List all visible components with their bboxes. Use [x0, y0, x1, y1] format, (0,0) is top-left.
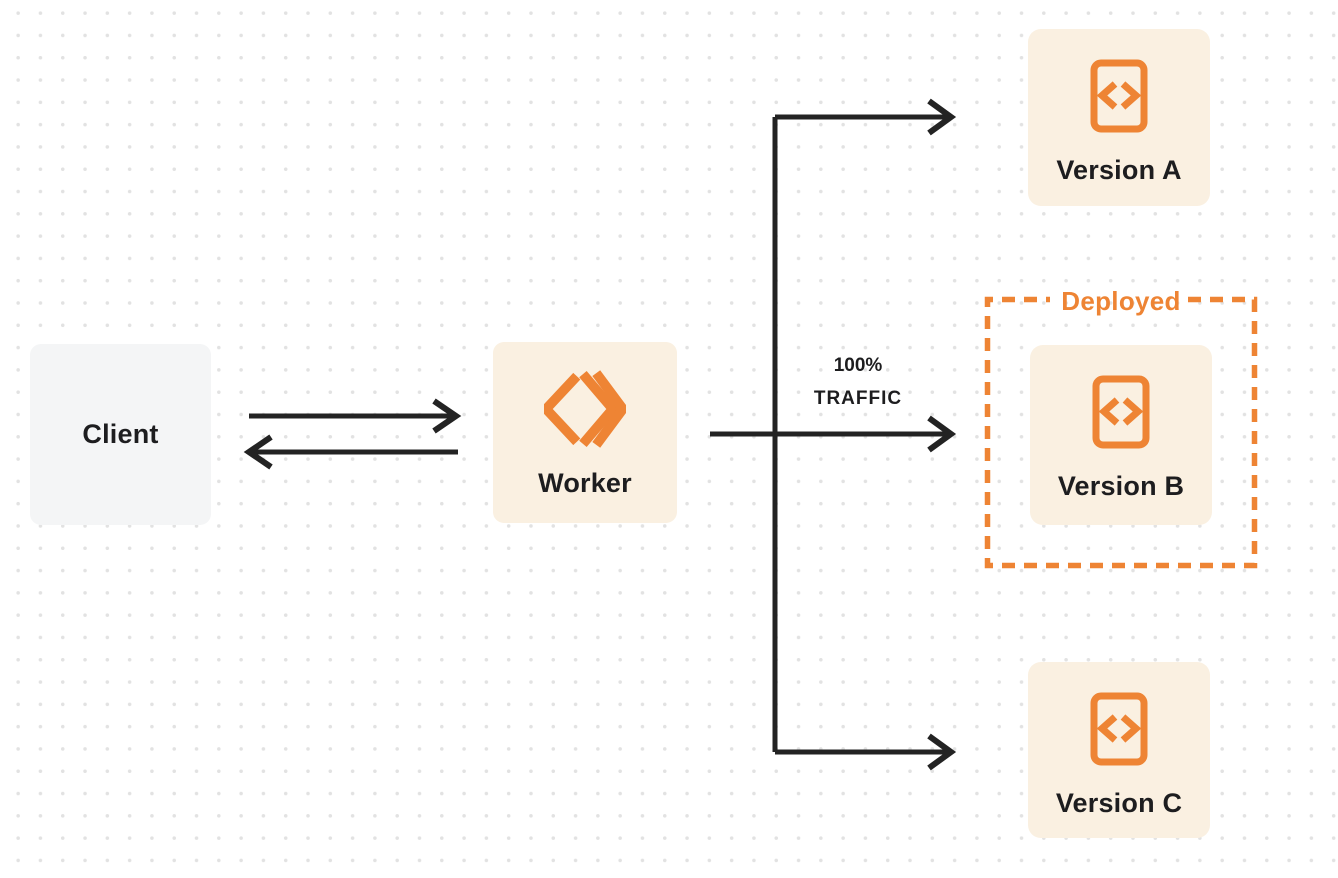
client-node-label: Client — [82, 419, 159, 449]
traffic-word: TRAFFIC — [813, 388, 903, 409]
version-b-node-label: Version B — [1057, 471, 1185, 501]
deployed-region-label: Deployed — [1061, 286, 1181, 316]
worker-node-label: Worker — [538, 468, 632, 498]
code-icon — [1090, 59, 1148, 133]
code-icon — [1092, 375, 1150, 449]
arrow-worker-to-version-c — [775, 733, 957, 771]
arrow-worker-to-version-b — [710, 415, 957, 453]
client-node: Client — [30, 344, 211, 525]
arrow-client-to-worker — [249, 398, 462, 434]
version-a-node: Version A — [1028, 29, 1210, 206]
code-icon — [1090, 692, 1148, 766]
arrow-worker-to-version-a — [775, 98, 957, 136]
version-b-node: Version B — [1030, 345, 1212, 525]
version-c-node: Version C — [1028, 662, 1210, 838]
version-c-node-label: Version C — [1055, 788, 1183, 818]
traffic-percentage: 100% — [833, 355, 883, 376]
traffic-label: 100% TRAFFIC — [788, 349, 928, 415]
workers-logo-icon — [544, 370, 626, 448]
arrow-worker-to-client — [243, 434, 458, 470]
worker-node: Worker — [493, 342, 677, 523]
version-a-node-label: Version A — [1056, 155, 1182, 185]
